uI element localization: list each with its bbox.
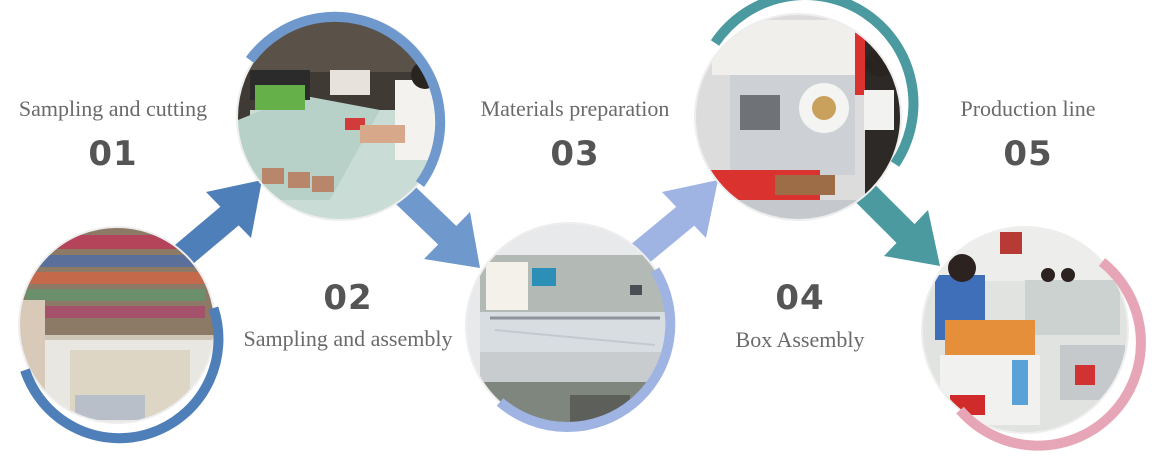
photo-sample-assembly-workbench xyxy=(236,11,446,221)
photo-cutting-machine xyxy=(18,226,224,444)
step-5-number: 05 xyxy=(1003,134,1053,174)
photo-production-line-workers xyxy=(921,226,1146,451)
step-5-label: Production line xyxy=(960,96,1096,121)
step-3-number: 03 xyxy=(550,134,600,174)
arrow-4-to-5 xyxy=(850,178,940,266)
step-1-number: 01 xyxy=(88,134,138,174)
step-2-label: Sampling and assembly xyxy=(243,326,453,351)
photo-guillotine-paper-cutter xyxy=(465,222,676,433)
step-1-label: Sampling and cutting xyxy=(18,96,208,121)
arrow-1-to-2 xyxy=(166,180,262,272)
step-3-label: Materials preparation xyxy=(480,96,670,121)
arrow-2-to-3 xyxy=(388,178,480,268)
arrow-3-to-4 xyxy=(621,180,718,273)
step-4-label: Box Assembly xyxy=(735,327,865,352)
step-4-number: 04 xyxy=(775,278,825,318)
step-2-number: 02 xyxy=(323,278,373,318)
photo-box-assembly-machine xyxy=(694,0,919,221)
